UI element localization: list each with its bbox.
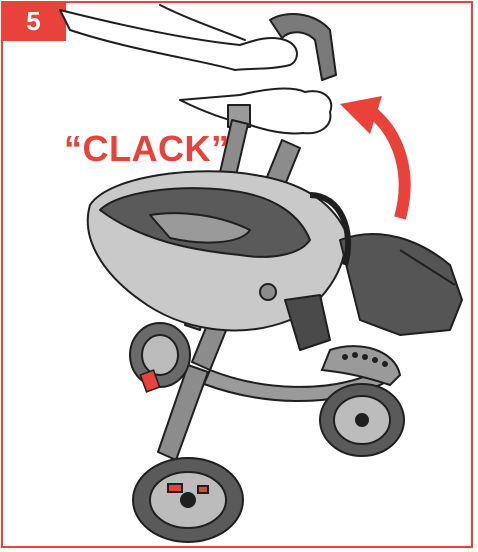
front-wheel-right [320,384,404,456]
footmuff [340,234,462,335]
curved-up-arrow-icon [340,96,405,218]
clack-sound-label: “CLACK” [64,128,229,170]
front-wheel-left [133,458,243,542]
rear-wheel-left [130,323,190,387]
